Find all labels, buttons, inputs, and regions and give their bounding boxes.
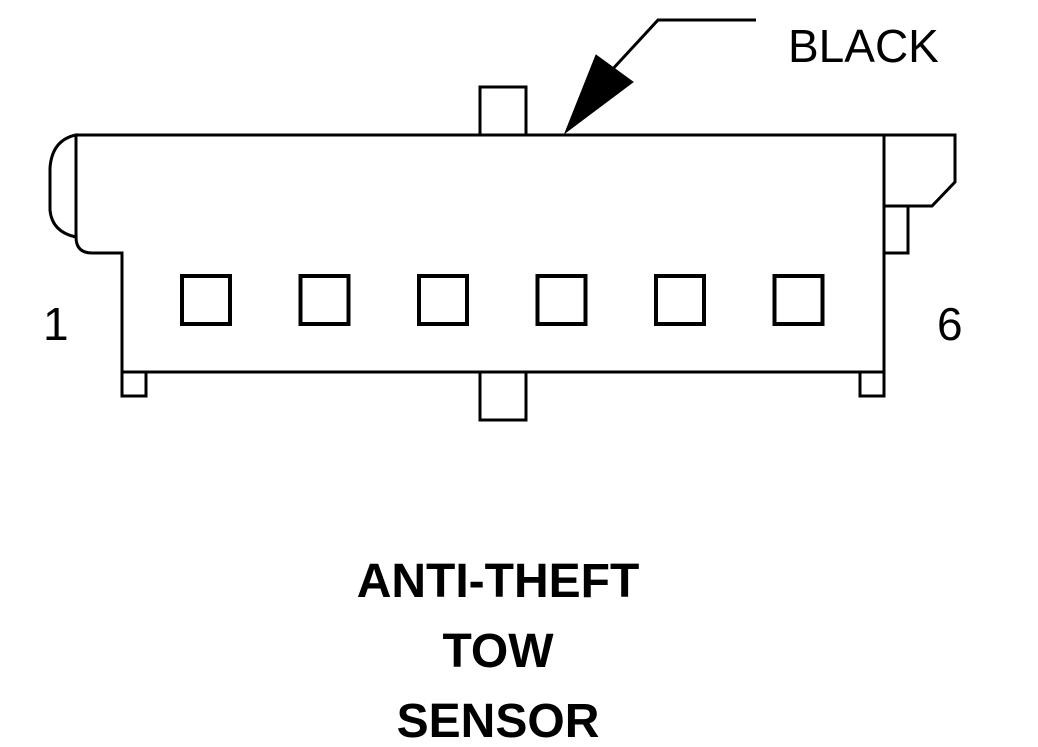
title-line-3: SENSOR	[397, 695, 600, 747]
connector-color-label: BLACK	[788, 20, 939, 72]
title-line-1: ANTI-THEFT	[357, 555, 640, 608]
bottom-right-foot	[858, 370, 886, 398]
title-line-2: TOW	[442, 625, 554, 678]
terminal-cavity-1	[180, 274, 232, 326]
callout-arrowhead	[563, 54, 634, 135]
right-small-tab	[882, 204, 910, 255]
terminal-cavities	[180, 274, 825, 326]
bottom-center-tab	[478, 370, 528, 422]
callout-leader-line	[608, 18, 756, 74]
terminal-cavity-3	[417, 274, 469, 326]
top-locking-tab	[478, 85, 528, 137]
connector-body	[74, 133, 886, 374]
terminal-cavity-5	[654, 274, 706, 326]
left-latch	[48, 133, 78, 239]
terminal-cavity-2	[298, 274, 351, 326]
pin-6-label: 6	[937, 298, 963, 350]
terminal-cavity-4	[535, 274, 588, 326]
right-latch	[882, 133, 957, 208]
pin-1-label: 1	[43, 298, 69, 350]
bottom-left-foot	[120, 370, 148, 398]
terminal-cavity-6	[772, 274, 825, 326]
